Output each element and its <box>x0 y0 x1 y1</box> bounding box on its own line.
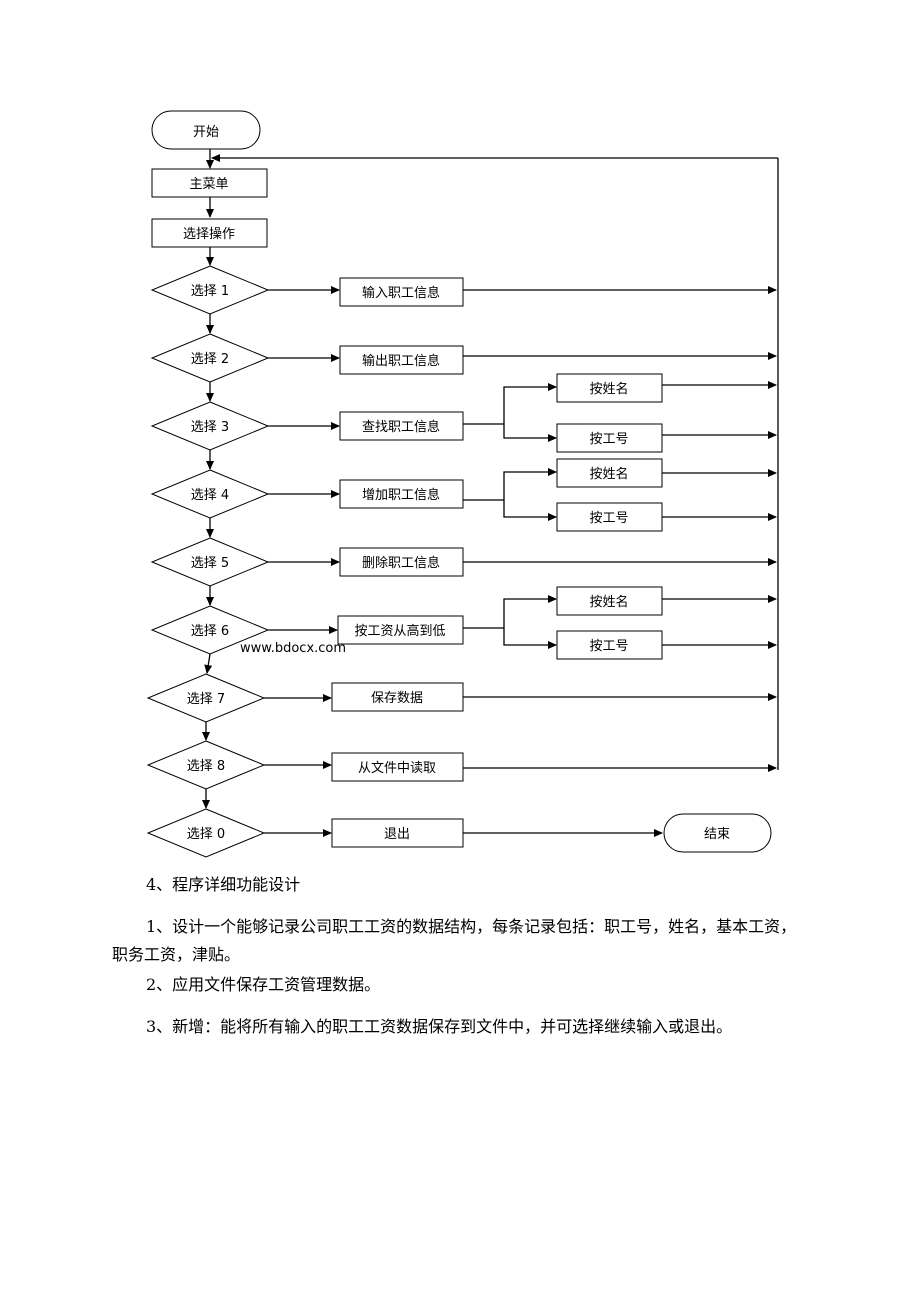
sort-by-name-label: 按姓名 <box>589 594 628 610</box>
action-sort-box <box>337 615 464 645</box>
choice-5-label: 选择 5 <box>191 556 229 571</box>
action-output-box <box>339 345 464 375</box>
watermark-text: www.bdocx.com <box>240 641 346 656</box>
section-heading: 4、程序详细功能设计 <box>146 875 301 894</box>
action-exit-label: 退出 <box>384 827 410 842</box>
paragraph-1: 1、设计一个能够记录公司职工工资的数据结构，每条记录包括：职工号，姓名，基本工资… <box>112 917 797 964</box>
action-delete-label: 删除职工信息 <box>362 555 440 571</box>
choice-1-label: 选择 1 <box>191 284 229 299</box>
action-input-label: 输入职工信息 <box>362 285 440 301</box>
sort-by-id-label: 按工号 <box>589 639 628 654</box>
choice-0-label: 选择 0 <box>187 827 225 842</box>
action-save-label: 保存数据 <box>371 691 423 706</box>
search-by-name-box <box>556 373 663 403</box>
search-by-name-label: 按姓名 <box>589 381 628 397</box>
action-load-box <box>331 752 464 782</box>
add-by-id-label: 按工号 <box>589 511 628 526</box>
search-by-id-label: 按工号 <box>589 432 628 447</box>
add-by-name-box <box>556 458 663 488</box>
action-input-box <box>339 277 464 307</box>
choice-8-label: 选择 8 <box>187 759 225 774</box>
action-search-box <box>339 411 464 441</box>
action-load-label: 从文件中读取 <box>358 761 436 776</box>
choice-7-label: 选择 7 <box>187 692 225 707</box>
sort-by-id-box <box>556 630 663 660</box>
add-by-name-label: 按姓名 <box>589 466 628 482</box>
action-exit-box <box>331 818 464 848</box>
paragraph-3: 3、新增：能将所有输入的职工工资数据保存到文件中，并可选择继续输入或退出。 <box>146 1017 733 1036</box>
start-label: 开始 <box>193 125 219 140</box>
action-delete-box <box>339 547 464 577</box>
action-search-label: 查找职工信息 <box>362 419 440 435</box>
choice-3-label: 选择 3 <box>191 420 229 435</box>
sort-by-name-box <box>556 586 663 616</box>
flowchart: www.bdocx.com 开始 主菜单 选择操作 选择 1 选择 2 选择 3… <box>146 110 779 858</box>
select-op-label: 选择操作 <box>183 226 235 242</box>
choice-0-diamond <box>146 808 266 858</box>
paragraph-2: 2、应用文件保存工资管理数据。 <box>146 975 381 994</box>
add-by-id-box <box>556 502 663 532</box>
choice-2-label: 选择 2 <box>191 352 229 367</box>
action-sort-label: 按工资从高到低 <box>354 623 445 639</box>
start-terminator <box>151 110 261 150</box>
choice-6-label: 选择 6 <box>191 624 229 639</box>
action-output-label: 输出职工信息 <box>362 353 440 369</box>
choice-4-label: 选择 4 <box>191 488 229 503</box>
end-label: 结束 <box>704 827 730 842</box>
search-by-id-box <box>556 423 663 453</box>
action-add-box <box>339 479 464 509</box>
action-add-label: 增加职工信息 <box>362 487 440 503</box>
main-menu-label: 主菜单 <box>189 177 228 192</box>
end-terminator <box>663 813 772 853</box>
main-menu-box <box>151 168 268 198</box>
